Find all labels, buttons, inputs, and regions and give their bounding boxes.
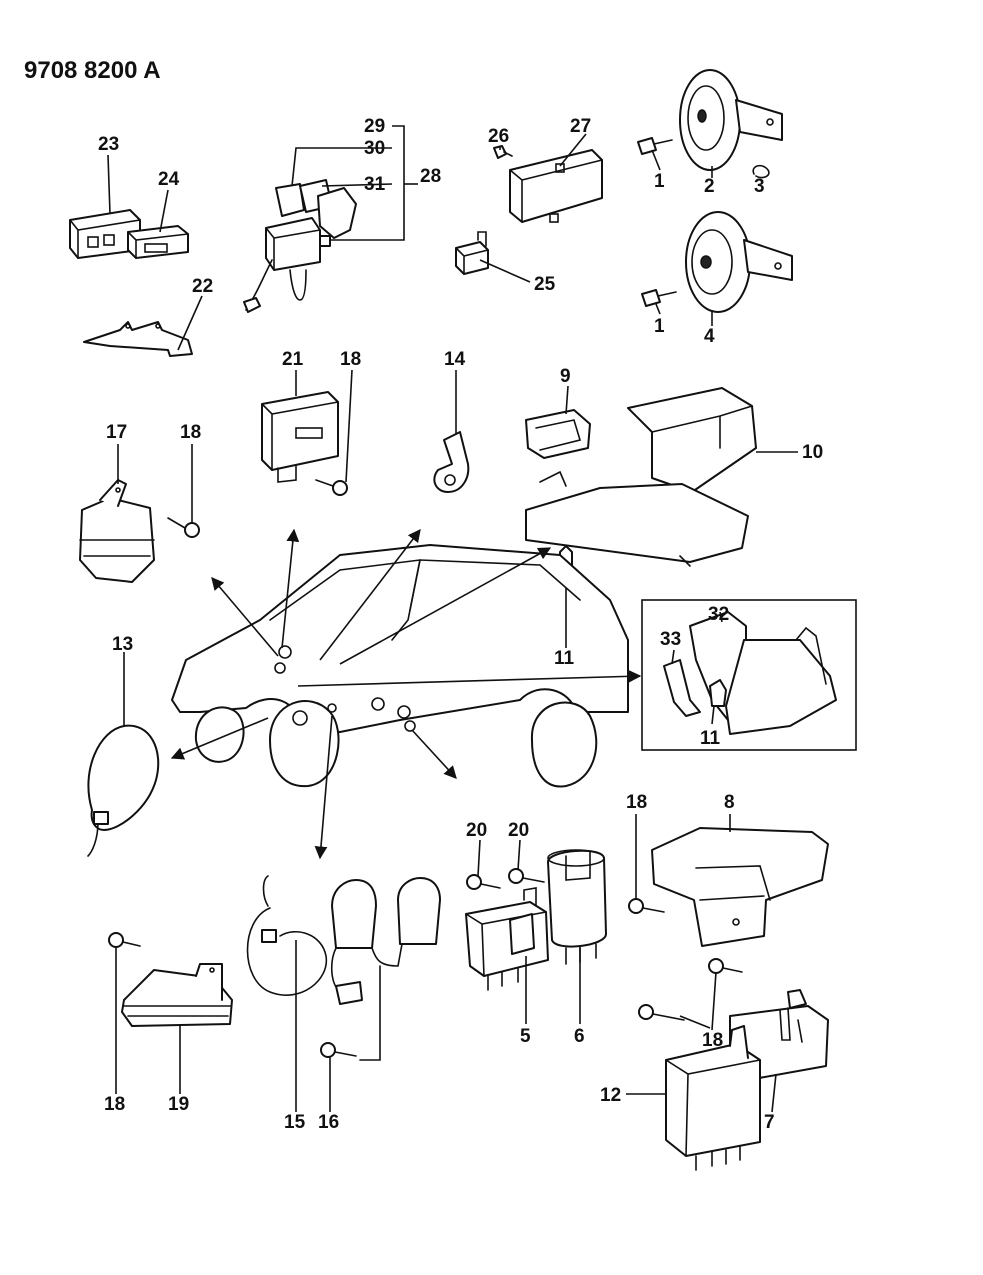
callout-9: 9 [560,366,571,387]
screw-18-left [167,517,200,538]
vacuum-units [330,877,441,1005]
horn-4 [685,211,793,313]
vehicle-outline [171,544,629,788]
relay-6 [547,849,607,965]
screw-20-left [466,874,501,890]
relay-17 [79,479,155,583]
callout-1-upper: 1 [654,171,665,192]
callout-numbers: 23 24 22 29 30 31 28 26 27 25 1 2 3 1 4 … [98,116,823,1133]
relay-21 [261,391,339,483]
callout-20-a: 20 [466,820,487,841]
callout-24: 24 [158,169,180,190]
inset-detail-box [641,599,857,751]
leader-lines [107,125,798,1113]
relay-5 [465,887,549,991]
relay-12 [665,1025,761,1171]
screw-18-mid-right [638,1004,685,1021]
callout-25: 25 [534,274,556,295]
callout-4: 4 [704,326,715,347]
callout-14: 14 [444,349,466,370]
bracket-9 [525,409,591,459]
relay-25 [455,231,489,275]
callout-19: 19 [168,1094,189,1115]
screw-18-upper [315,479,348,496]
callout-12: 12 [600,1085,621,1106]
callout-3: 3 [754,176,765,197]
screw-26 [493,145,513,159]
bolt-1-lower [641,289,677,307]
callout-5: 5 [520,1026,531,1047]
bolt-1-upper [637,137,673,155]
pointer-arrows [170,528,642,860]
callout-18-a: 18 [340,349,361,370]
callout-29: 29 [364,116,385,137]
unit-8 [651,827,829,947]
callout-26: 26 [488,126,509,147]
callout-7: 7 [764,1112,775,1133]
clip-14 [433,431,470,493]
screw-18-right [628,898,665,914]
control-unit-24 [127,225,189,259]
screw-18-upper-right [708,958,743,974]
screw-16 [320,965,381,1061]
callout-11: 11 [554,648,575,669]
relay-assembly-28 [243,179,357,313]
drawing-code: 9708 8200 A [24,57,161,84]
callout-17: 17 [106,422,127,443]
callout-32: 32 [708,604,729,625]
harness-15 [246,875,328,996]
callout-13: 13 [112,634,133,655]
callout-30: 30 [364,138,385,159]
callout-11-inset: 11 [700,728,721,749]
callout-18-b: 18 [180,422,201,443]
callout-23: 23 [98,134,119,155]
screw-20-right [508,868,545,884]
bracket-10 [627,387,757,493]
callout-31: 31 [364,174,386,195]
clip-3 [752,164,770,179]
control-unit-tray [525,470,749,567]
callout-18-e: 18 [702,1030,723,1051]
callout-22: 22 [192,276,213,297]
callout-8: 8 [724,792,735,813]
relay-19 [121,963,233,1027]
callout-18-d: 18 [104,1094,125,1115]
callout-6: 6 [574,1026,585,1047]
callout-2: 2 [704,176,715,197]
screw-18-lower-left [108,932,141,948]
mounting-bracket-22 [83,321,193,357]
control-module-27 [509,149,603,223]
callout-20-b: 20 [508,820,529,841]
horn-2 [679,69,783,171]
callout-28: 28 [420,166,441,187]
callout-18-c: 18 [626,792,647,813]
callout-15: 15 [284,1112,306,1133]
callout-10: 10 [802,442,823,463]
callout-16: 16 [318,1112,339,1133]
callout-21: 21 [282,349,304,370]
cable-tie-13 [87,724,160,857]
callout-27: 27 [570,116,591,137]
callout-1-lower: 1 [654,316,665,337]
callout-33: 33 [660,629,681,650]
